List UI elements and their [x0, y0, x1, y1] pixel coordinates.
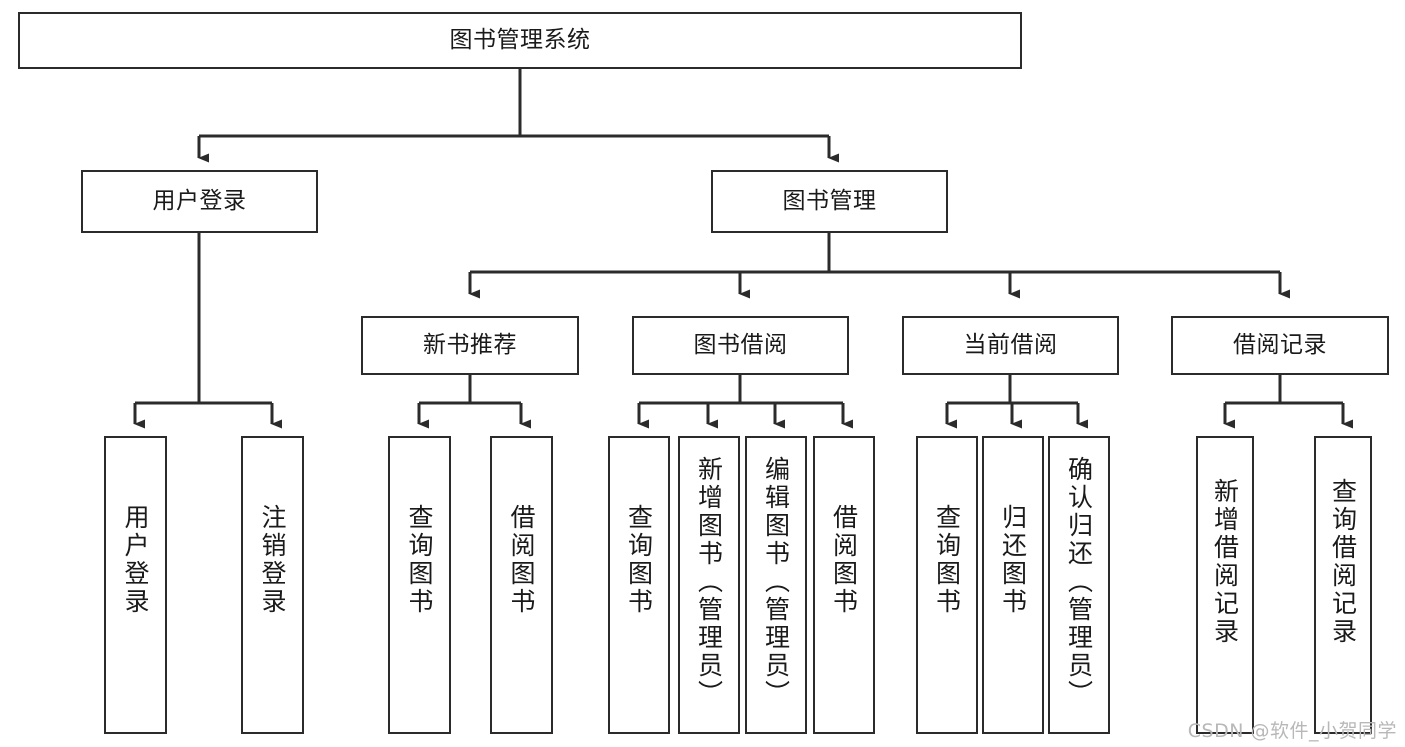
leaf-return-book[interactable]: 归还图书 [982, 436, 1044, 734]
node-book-manage[interactable]: 图书管理 [711, 170, 948, 233]
leaf-confirm-return-label: 确认归还（管理员） [1064, 456, 1094, 708]
node-new-book-recommend-label: 新书推荐 [423, 332, 517, 358]
leaf-logout-login-label: 注销登录 [258, 504, 287, 616]
leaf-query-record-label: 查询借阅记录 [1328, 478, 1358, 646]
node-book-manage-label: 图书管理 [782, 188, 877, 214]
leaf-query-record[interactable]: 查询借阅记录 [1314, 436, 1372, 734]
leaf-borrow-book-2-label: 借阅图书 [829, 504, 859, 616]
leaf-query-book-2[interactable]: 查询图书 [608, 436, 670, 734]
watermark: CSDN @软件_小贺同学 [1187, 720, 1397, 742]
leaf-user-login-label: 用户登录 [121, 504, 150, 616]
node-borrow-record[interactable]: 借阅记录 [1171, 316, 1389, 375]
leaf-borrow-book-1-label: 借阅图书 [507, 504, 536, 616]
node-book-borrow[interactable]: 图书借阅 [632, 316, 849, 375]
node-current-borrow[interactable]: 当前借阅 [902, 316, 1119, 375]
node-user-login[interactable]: 用户登录 [81, 170, 318, 233]
leaf-user-login[interactable]: 用户登录 [104, 436, 167, 734]
leaf-add-record[interactable]: 新增借阅记录 [1196, 436, 1254, 734]
leaf-add-record-label: 新增借阅记录 [1210, 478, 1240, 646]
leaf-add-book[interactable]: 新增图书（管理员） [678, 436, 740, 734]
leaf-add-book-label: 新增图书（管理员） [694, 456, 724, 708]
leaf-query-book-2-label: 查询图书 [624, 504, 654, 616]
node-user-login-label: 用户登录 [152, 188, 247, 214]
node-book-borrow-label: 图书借阅 [693, 332, 788, 358]
leaf-edit-book[interactable]: 编辑图书（管理员） [745, 436, 807, 734]
leaf-edit-book-label: 编辑图书（管理员） [761, 456, 791, 708]
node-root-label: 图书管理系统 [449, 27, 591, 53]
leaf-query-book-3-label: 查询图书 [932, 504, 962, 616]
leaf-logout-login[interactable]: 注销登录 [241, 436, 304, 734]
leaf-return-book-label: 归还图书 [998, 504, 1028, 616]
node-current-borrow-label: 当前借阅 [963, 332, 1058, 358]
leaf-borrow-book-2[interactable]: 借阅图书 [813, 436, 875, 734]
leaf-query-book-1-label: 查询图书 [405, 504, 434, 616]
leaf-query-book-3[interactable]: 查询图书 [916, 436, 978, 734]
leaf-borrow-book-1[interactable]: 借阅图书 [490, 436, 553, 734]
node-root[interactable]: 图书管理系统 [18, 12, 1022, 69]
node-new-book-recommend[interactable]: 新书推荐 [361, 316, 579, 375]
leaf-confirm-return[interactable]: 确认归还（管理员） [1048, 436, 1110, 734]
node-borrow-record-label: 借阅记录 [1233, 332, 1327, 358]
leaf-query-book-1[interactable]: 查询图书 [388, 436, 451, 734]
